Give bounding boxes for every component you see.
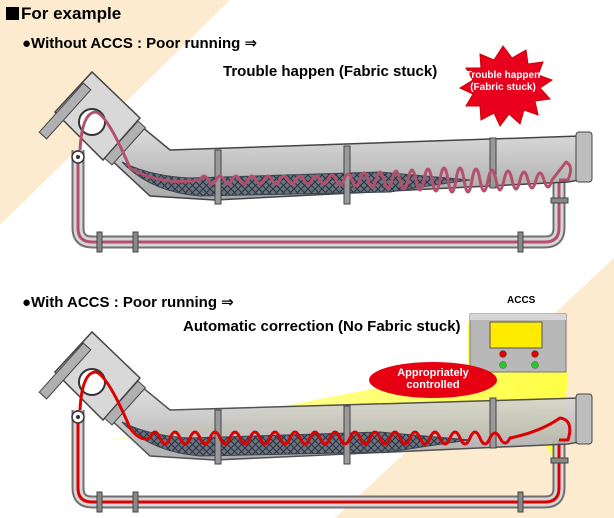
callout-label: Appropriately controlled xyxy=(368,367,498,391)
machine-head xyxy=(38,70,147,166)
section-with-accs-heading: ●With ACCS : Poor running ⇒ xyxy=(22,294,234,311)
accs-controller xyxy=(469,313,567,373)
red-lamp xyxy=(531,350,539,358)
green-lamp xyxy=(499,361,507,369)
page-title: For example xyxy=(6,4,121,24)
callout-ellipse xyxy=(369,362,497,398)
callout-line-1: Appropriately xyxy=(397,367,469,379)
section-with-accs-result: Automatic correction (No Fabric stuck) xyxy=(183,318,461,335)
burst-line-1: Trouble happen xyxy=(465,70,541,81)
square-bullet-icon xyxy=(6,7,19,20)
accs-controller-label: ACCS xyxy=(507,295,536,306)
dyeing-machine-with-accs xyxy=(38,313,593,513)
callout-line-2: controlled xyxy=(406,379,460,391)
fabric-rope xyxy=(78,110,573,194)
section-without-accs-result: Trouble happen (Fabric stuck) xyxy=(223,63,438,80)
trouble-burst-shape xyxy=(458,45,554,127)
trouble-burst-label: Trouble happen (Fabric stuck) xyxy=(453,70,553,94)
controller-display xyxy=(489,321,543,349)
return-pipe xyxy=(76,410,561,504)
green-lamp xyxy=(531,361,539,369)
section-without-accs-heading: ●Without ACCS : Poor running ⇒ xyxy=(22,35,258,52)
title-text: For example xyxy=(21,4,122,23)
fabric-rope xyxy=(78,370,572,446)
machine-head xyxy=(38,330,147,426)
red-lamp xyxy=(499,350,507,358)
dyeing-machine-without-accs xyxy=(38,45,593,253)
burst-line-2: (Fabric stuck) xyxy=(470,82,536,93)
